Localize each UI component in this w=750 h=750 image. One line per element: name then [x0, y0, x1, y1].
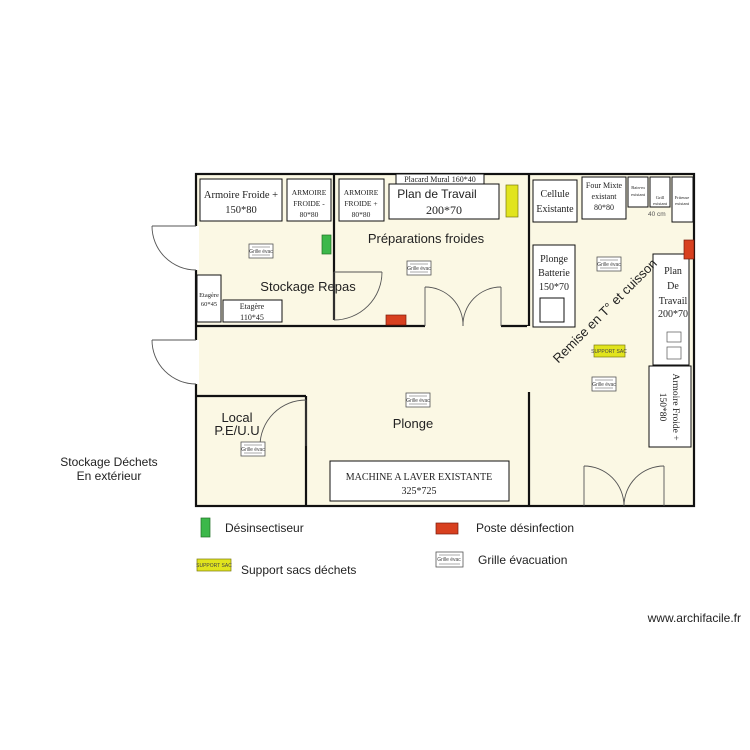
svg-text:Plonge: Plonge [540, 254, 568, 265]
svg-text:Batterie: Batterie [538, 268, 570, 279]
four-mixte [581, 176, 627, 220]
svg-text:200*70: 200*70 [658, 309, 688, 320]
svg-text:Four Mixte: Four Mixte [586, 181, 623, 190]
svg-text:150*80: 150*80 [225, 205, 257, 216]
dim-40: 40 cm [648, 211, 666, 218]
svg-text:Grille évac: Grille évac [241, 447, 265, 453]
svg-text:Grille évac: Grille évac [407, 266, 431, 272]
room-preparations-froides: Préparations froides [368, 231, 485, 246]
svg-text:SUPPORT SAC: SUPPORT SAC [591, 349, 627, 355]
grill [649, 176, 671, 208]
legend-poste-swatch [435, 522, 459, 535]
machine-a-laver [329, 460, 510, 502]
floor-area [196, 174, 694, 506]
svg-text:Friteuse: Friteuse [675, 195, 690, 200]
svg-text:Plan de Travail: Plan de Travail [397, 187, 476, 201]
room-stockage-repas: Stockage Repas [260, 279, 356, 294]
svg-text:150*70: 150*70 [539, 282, 569, 293]
legend-grille: Grille évacuation [478, 553, 567, 567]
svg-text:Etagère: Etagère [240, 302, 265, 311]
bain-marie [627, 176, 649, 208]
desinsectiseur-marker [321, 234, 332, 255]
svg-text:MACHINE A LAVER EXISTANTE: MACHINE A LAVER EXISTANTE [346, 472, 493, 483]
exterior-label-sub: En extérieur [77, 469, 142, 483]
svg-text:Placard Mural 160*40: Placard Mural 160*40 [404, 175, 476, 184]
support-marker [505, 184, 519, 218]
svg-text:Armoire Froide +: Armoire Froide + [204, 190, 278, 201]
svg-text:325*725: 325*725 [402, 486, 437, 497]
plan-travail-1 [388, 183, 500, 220]
watermark: www.archifacile.fr [647, 611, 741, 625]
svg-text:Grille évac: Grille évac [406, 398, 430, 404]
armoire-froide-1 [199, 178, 283, 222]
etagere-2 [222, 299, 283, 323]
grille-marker: Grille évac [405, 392, 431, 408]
grille-marker: Grille évac [240, 441, 266, 457]
svg-text:ARMOIRE: ARMOIRE [344, 188, 379, 197]
svg-text:Grille évac: Grille évac [592, 382, 616, 388]
svg-text:Grille évac: Grille évac [249, 249, 273, 255]
svg-text:80*80: 80*80 [352, 210, 371, 219]
svg-text:Grille évac: Grille évac [597, 262, 621, 268]
svg-text:Grille évac: Grille évac [437, 557, 461, 563]
svg-text:Grill: Grill [656, 195, 665, 200]
friteuse [671, 176, 694, 223]
legend-desinsectiseur-swatch [200, 517, 211, 538]
poste-marker [683, 239, 695, 260]
svg-text:Plan: Plan [664, 266, 682, 277]
poste-marker [385, 314, 407, 326]
plan-travail-2 [652, 253, 690, 366]
svg-text:existant: existant [631, 192, 646, 197]
svg-text:Travail: Travail [659, 296, 688, 307]
grille-marker: Grille évac [596, 256, 622, 272]
svg-text:De: De [667, 281, 679, 292]
room-plonge: Plonge [393, 416, 433, 431]
svg-text:FROIDE -: FROIDE - [293, 199, 325, 208]
svg-text:80*80: 80*80 [594, 203, 614, 212]
svg-text:SUPPORT SAC: SUPPORT SAC [196, 563, 232, 569]
armoire-froide-4 [648, 365, 692, 448]
svg-text:ARMOIRE: ARMOIRE [292, 188, 327, 197]
doors [151, 225, 665, 507]
svg-text:Cellule: Cellule [541, 189, 570, 200]
sink-basin [539, 297, 565, 323]
room-local-sub: P.E/U.U [214, 423, 259, 438]
room-local: Local [221, 410, 252, 425]
svg-text:Etagère: Etagère [199, 292, 219, 299]
legend: Désinsectiseur Poste désinfection SUPPOR… [196, 517, 574, 577]
svg-text:80*80: 80*80 [300, 210, 319, 219]
svg-text:FROIDE +: FROIDE + [344, 199, 377, 208]
svg-text:existant: existant [592, 192, 618, 201]
svg-text:200*70: 200*70 [426, 203, 462, 217]
svg-text:Existante: Existante [536, 204, 574, 215]
svg-text:110*45: 110*45 [240, 313, 264, 322]
support-marker [593, 344, 626, 358]
grille-marker: Grille évac [248, 243, 274, 259]
etagere-1 [196, 274, 222, 323]
markers: Grille évac Grille évac Grille évac Gril… [240, 184, 695, 457]
armoire-froide-3 [338, 178, 385, 222]
legend-poste: Poste désinfection [476, 521, 574, 535]
equipment: Armoire Froide + 150*80 ARMOIRE FROIDE -… [196, 173, 694, 502]
svg-text:existant: existant [653, 201, 668, 206]
armoire-froide-2 [286, 178, 332, 222]
svg-text:existant: existant [675, 201, 690, 206]
legend-desinsectiseur: Désinsectiseur [225, 521, 304, 535]
svg-text:60*45: 60*45 [201, 301, 217, 308]
legend-support: Support sacs déchets [241, 563, 356, 577]
legend-support-swatch [196, 558, 232, 572]
cellule [532, 179, 578, 223]
svg-text:150*80: 150*80 [657, 393, 667, 422]
legend-grille-swatch: Grille évac [435, 551, 464, 568]
svg-text:Bain-m: Bain-m [631, 185, 645, 190]
svg-text:Armoire Froide +: Armoire Froide + [670, 373, 680, 440]
exterior-label: Stockage Déchets [60, 455, 157, 469]
grille-marker: Grille évac [591, 376, 617, 392]
grille-marker: Grille évac [406, 260, 432, 276]
